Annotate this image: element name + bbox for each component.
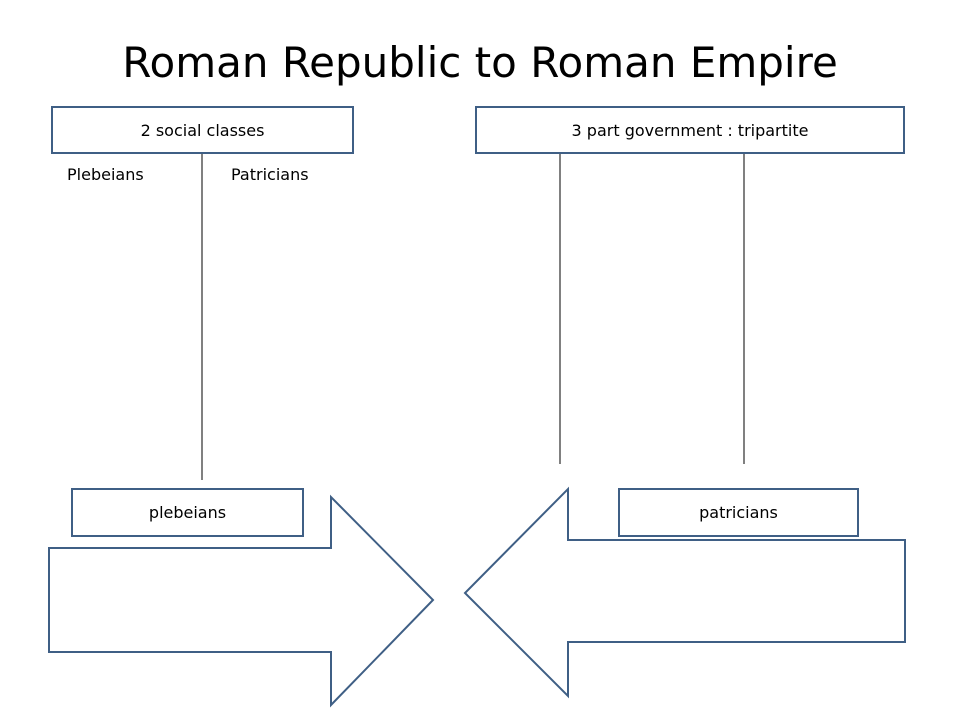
patricians-label: Patricians — [231, 165, 309, 184]
plebeians-box-label: plebeians — [148, 503, 227, 522]
patricians-box-label: patricians — [699, 503, 778, 522]
right-arrow-shape — [48, 494, 435, 708]
social-classes-box-label: 2 social classes — [140, 120, 265, 140]
plebeians-label: Plebeians — [67, 165, 144, 184]
government-box-label: 3 part government : tripartite — [571, 120, 809, 140]
slide-title: Roman Republic to Roman Empire — [122, 38, 838, 87]
social-classes-box: 2 social classes — [51, 106, 354, 154]
plebeians-box: plebeians — [71, 488, 304, 537]
left-arrow-shape — [463, 486, 906, 699]
government-box: 3 part government : tripartite — [475, 106, 905, 154]
patricians-box: patricians — [618, 488, 859, 537]
